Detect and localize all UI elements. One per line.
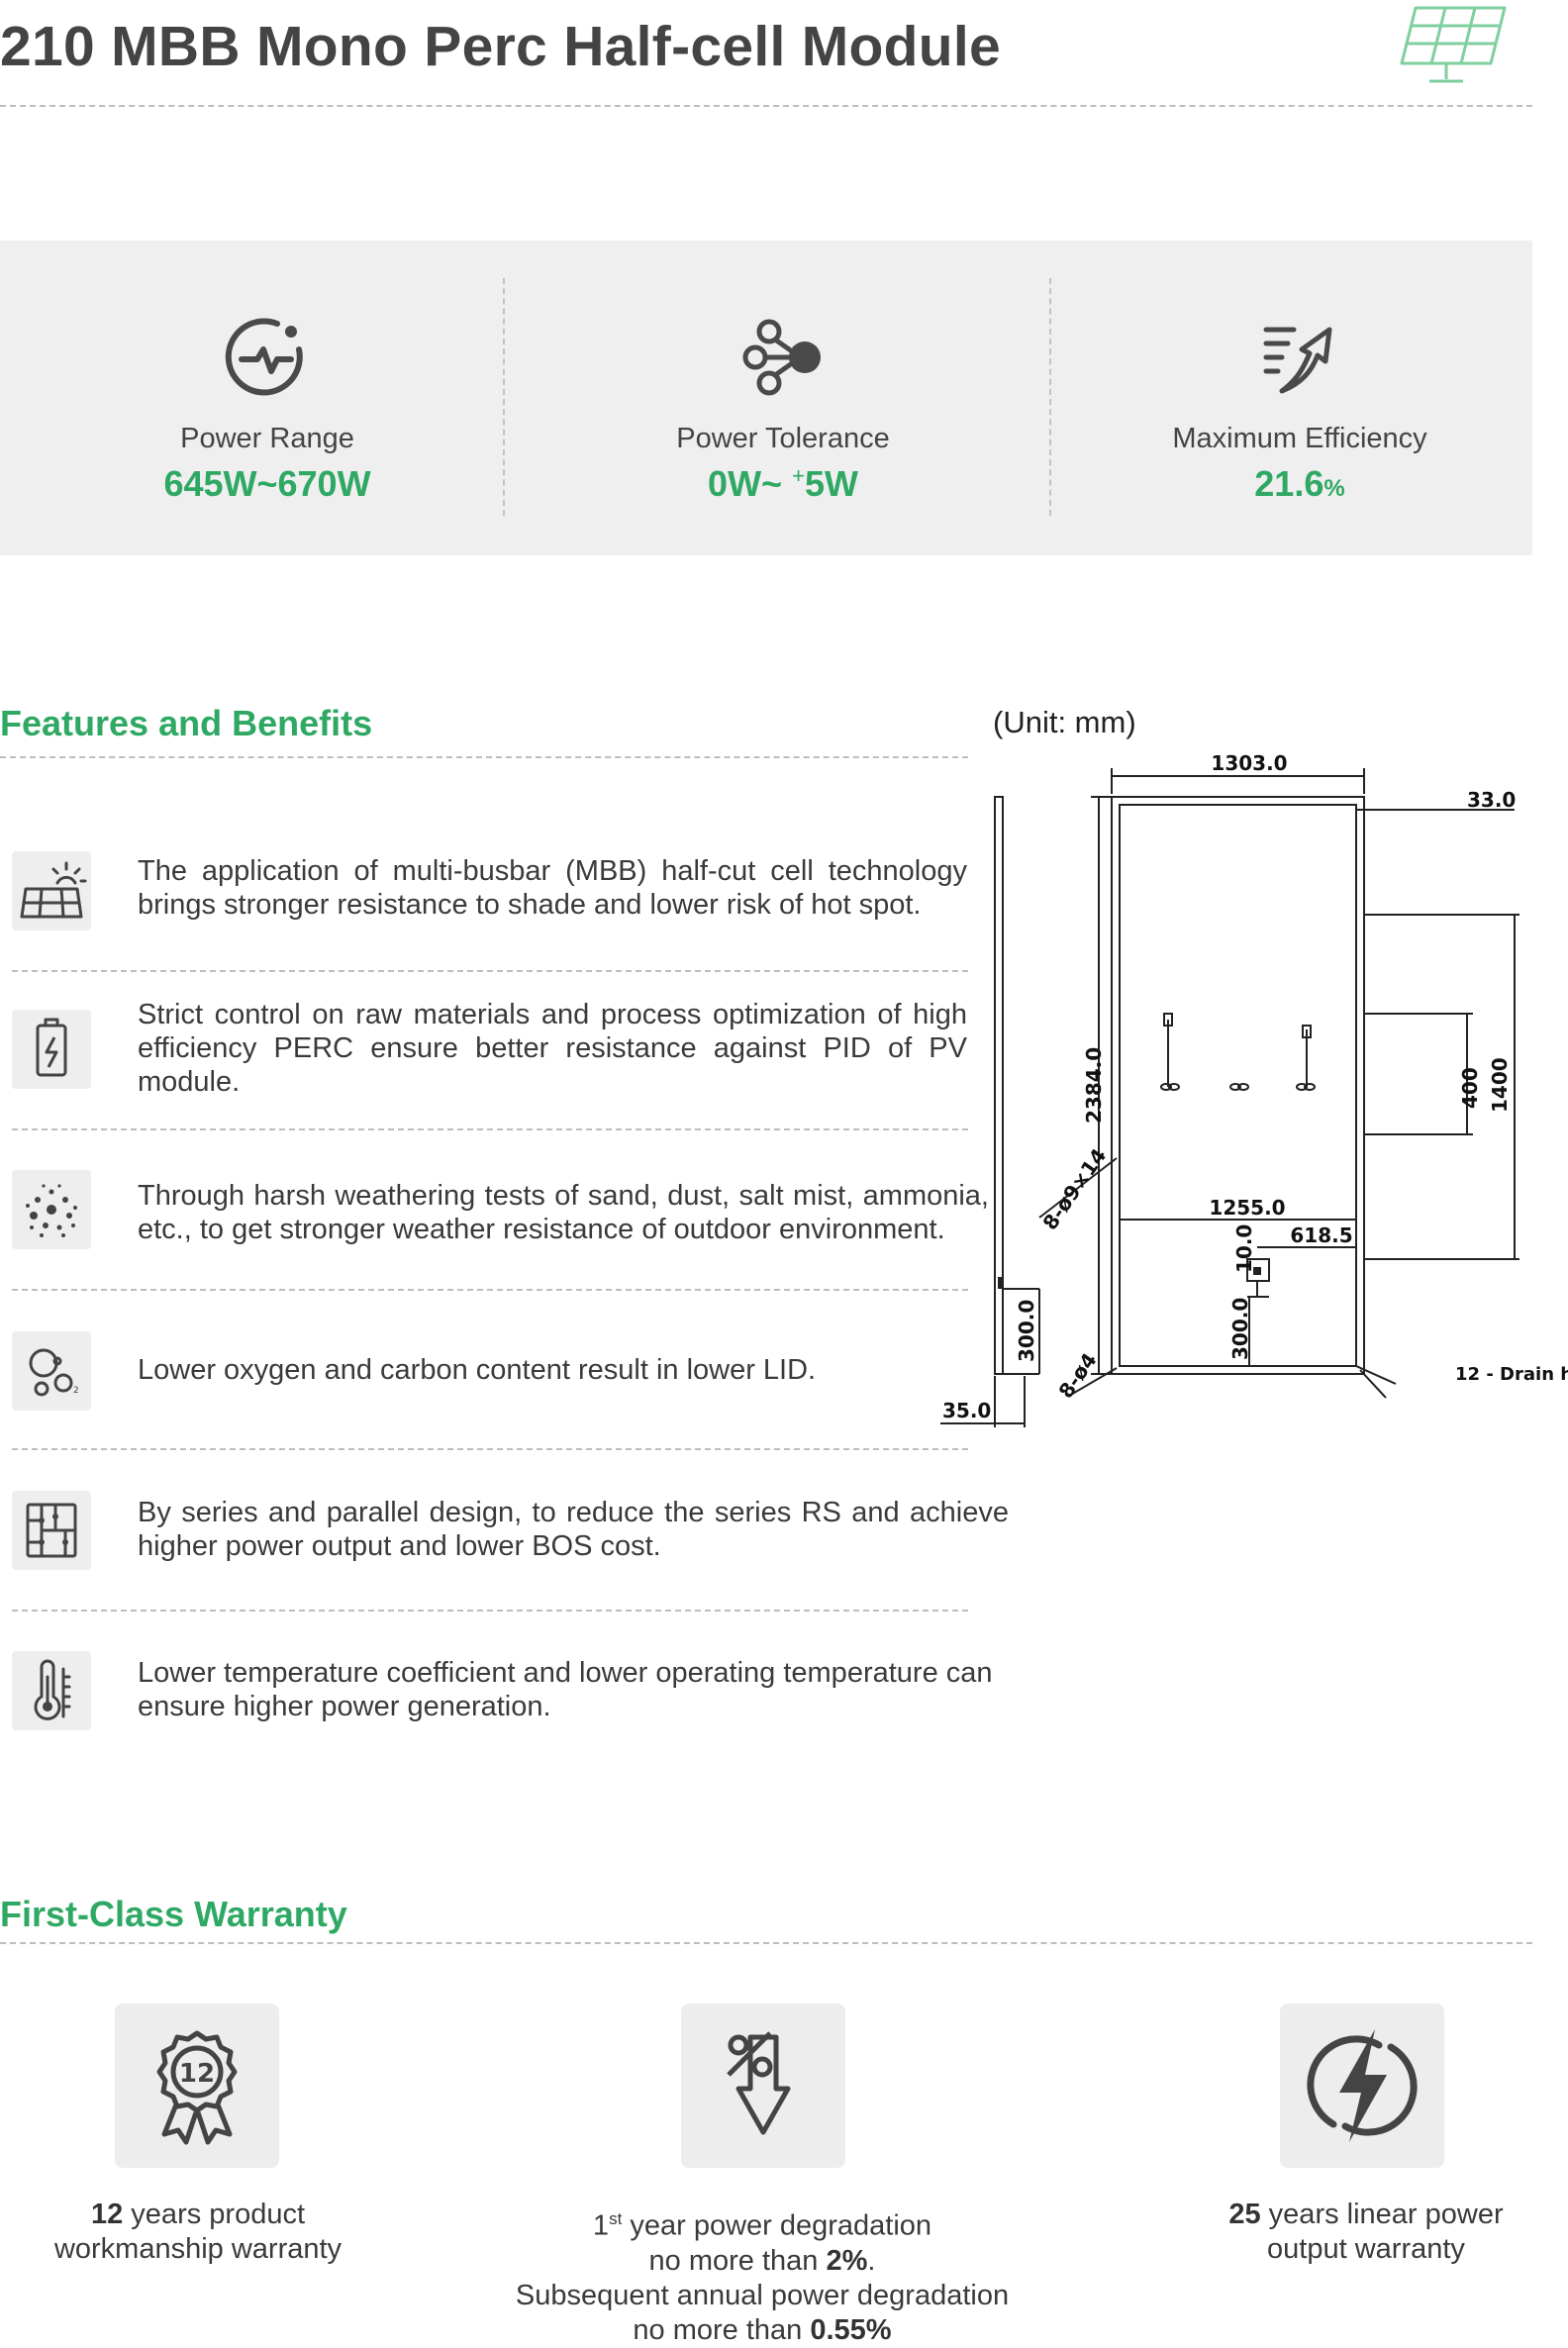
dim-height: 2384.0 bbox=[1082, 1047, 1106, 1124]
superscript: st bbox=[609, 2209, 623, 2228]
feature-icon-box bbox=[12, 1491, 91, 1570]
feature-text: The application of multi-busbar (MBB) ha… bbox=[138, 855, 967, 921]
features-divider bbox=[0, 756, 968, 758]
summary-divider bbox=[503, 278, 505, 516]
power-tolerance-value: 0W~ +5W bbox=[531, 463, 1035, 505]
solar-panel-logo-icon bbox=[1400, 6, 1507, 83]
power-tolerance-label: Power Tolerance bbox=[676, 423, 890, 454]
feature-text: Strict control on raw materials and proc… bbox=[138, 999, 967, 1098]
badge-number: 12 bbox=[179, 2059, 215, 2089]
power-range-value: 645W~670W bbox=[163, 463, 371, 504]
warranty-line: no more than bbox=[648, 2244, 827, 2277]
dim-width: 1303.0 bbox=[1211, 751, 1287, 775]
feature-divider bbox=[12, 1610, 968, 1612]
features-title: Features and Benefits bbox=[0, 703, 373, 743]
warranty-icon-box: 12 bbox=[115, 2004, 279, 2168]
feature-text: Lower oxygen and carbon content result i… bbox=[138, 1354, 817, 1386]
warranty-line: Subsequent annual power degradation bbox=[515, 2279, 1010, 2311]
award-12-badge-icon: 12 bbox=[156, 2030, 238, 2145]
plus-sign: + bbox=[792, 463, 805, 488]
unit-label: (Unit: mm) bbox=[993, 705, 1136, 739]
power-range-label: Power Range bbox=[180, 423, 354, 454]
feature-divider bbox=[12, 970, 968, 972]
warranty-icon-box bbox=[681, 2004, 845, 2168]
warranty-line: no more than bbox=[633, 2313, 811, 2346]
warranty-line: output warranty bbox=[1267, 2233, 1465, 2265]
warranty-years: 25 bbox=[1228, 2199, 1261, 2230]
warranty-text: 12 years product workmanship warranty bbox=[20, 2198, 376, 2267]
solar-panel-sun-icon bbox=[20, 861, 87, 919]
page-title: 210 MBB Mono Perc Half-cell Module bbox=[0, 15, 1002, 78]
dim-ground-holes: 8-ø4 bbox=[1053, 1348, 1101, 1403]
circuit-board-icon bbox=[26, 1503, 77, 1558]
warranty-icon-box bbox=[1280, 2004, 1444, 2168]
feature-icon-box: 2 bbox=[12, 1331, 91, 1411]
dim-frame: 33.0 bbox=[1467, 788, 1516, 812]
warranty-line: year power degradation bbox=[622, 2209, 932, 2242]
warranty-title: First-Class Warranty bbox=[0, 1894, 347, 1934]
efficiency-arrow-icon bbox=[1263, 327, 1332, 394]
feature-text: By series and parallel design, to reduce… bbox=[138, 1497, 1009, 1562]
efficiency-unit: % bbox=[1323, 475, 1345, 502]
battery-icon bbox=[36, 1018, 67, 1077]
warranty-line: years linear power bbox=[1260, 2199, 1504, 2230]
dim-mount-holes: 8-ø9×14 bbox=[1037, 1144, 1111, 1234]
feature-icon-box bbox=[12, 1651, 91, 1730]
feature-icon-box bbox=[12, 1170, 91, 1249]
feature-icon-box bbox=[12, 851, 91, 930]
power-tolerance-max: 5W bbox=[804, 463, 858, 504]
warranty-value: 0.55% bbox=[810, 2313, 892, 2346]
power-tolerance-min: 0W~ bbox=[708, 463, 783, 504]
warranty-line: . bbox=[867, 2244, 876, 2277]
feature-divider bbox=[12, 1128, 968, 1130]
power-tolerance-nodes-icon bbox=[742, 319, 821, 396]
dim-half-width: 618.5 bbox=[1290, 1223, 1352, 1247]
svg-text:2: 2 bbox=[73, 1386, 79, 1396]
warranty-text: 1st year power degradation no more than … bbox=[465, 2201, 1059, 2348]
oxygen-bubbles-icon: 2 bbox=[29, 1348, 79, 1397]
percent-down-arrow-icon bbox=[727, 2031, 791, 2135]
thermometer-icon bbox=[34, 1659, 71, 1720]
dim-inner-width: 1255.0 bbox=[1209, 1196, 1285, 1220]
dim-400: 400 bbox=[1458, 1067, 1482, 1109]
warranty-line: years product bbox=[123, 2199, 306, 2230]
max-efficiency-label: Maximum Efficiency bbox=[1172, 423, 1427, 454]
summary-divider bbox=[1049, 278, 1051, 516]
warranty-line: workmanship warranty bbox=[53, 2233, 343, 2265]
dim-side-300: 300.0 bbox=[1015, 1300, 1038, 1362]
dim-inner-300: 300.0 bbox=[1228, 1298, 1252, 1360]
warranty-value: 2% bbox=[826, 2244, 868, 2277]
feature-text: Lower temperature coefficient and lower … bbox=[138, 1657, 993, 1722]
dim-jbox-offset: 10.0 bbox=[1232, 1224, 1256, 1273]
warranty-divider bbox=[0, 1942, 1532, 1944]
power-range-gauge-icon bbox=[225, 318, 303, 396]
warranty-text: 25 years linear power output warranty bbox=[1188, 2198, 1544, 2267]
lightning-circle-icon bbox=[1307, 2029, 1418, 2142]
header-divider bbox=[0, 105, 1532, 107]
feature-icon-box bbox=[12, 1010, 91, 1089]
feature-divider bbox=[12, 1448, 968, 1450]
dim-side-thickness: 35.0 bbox=[942, 1399, 991, 1422]
dim-1400: 1400 bbox=[1488, 1057, 1512, 1113]
efficiency-number: 21.6 bbox=[1254, 463, 1324, 504]
dim-drain: 12 - Drain hole bbox=[1455, 1364, 1568, 1385]
dust-particles-icon bbox=[26, 1184, 77, 1237]
feature-text: Through harsh weathering tests of sand, … bbox=[138, 1180, 989, 1245]
module-dimension-drawing: 1303.0 33.0 2384.0 8-ø9×14 400 1400 1255… bbox=[940, 751, 1568, 1427]
feature-divider bbox=[12, 1289, 968, 1291]
spec-summary-band: Power Range 645W~670W Power Tolerance 0W… bbox=[0, 241, 1532, 555]
warranty-years: 12 bbox=[90, 2199, 124, 2230]
warranty-line: 1 bbox=[592, 2209, 610, 2242]
max-efficiency-value: 21.6% bbox=[1047, 463, 1552, 505]
